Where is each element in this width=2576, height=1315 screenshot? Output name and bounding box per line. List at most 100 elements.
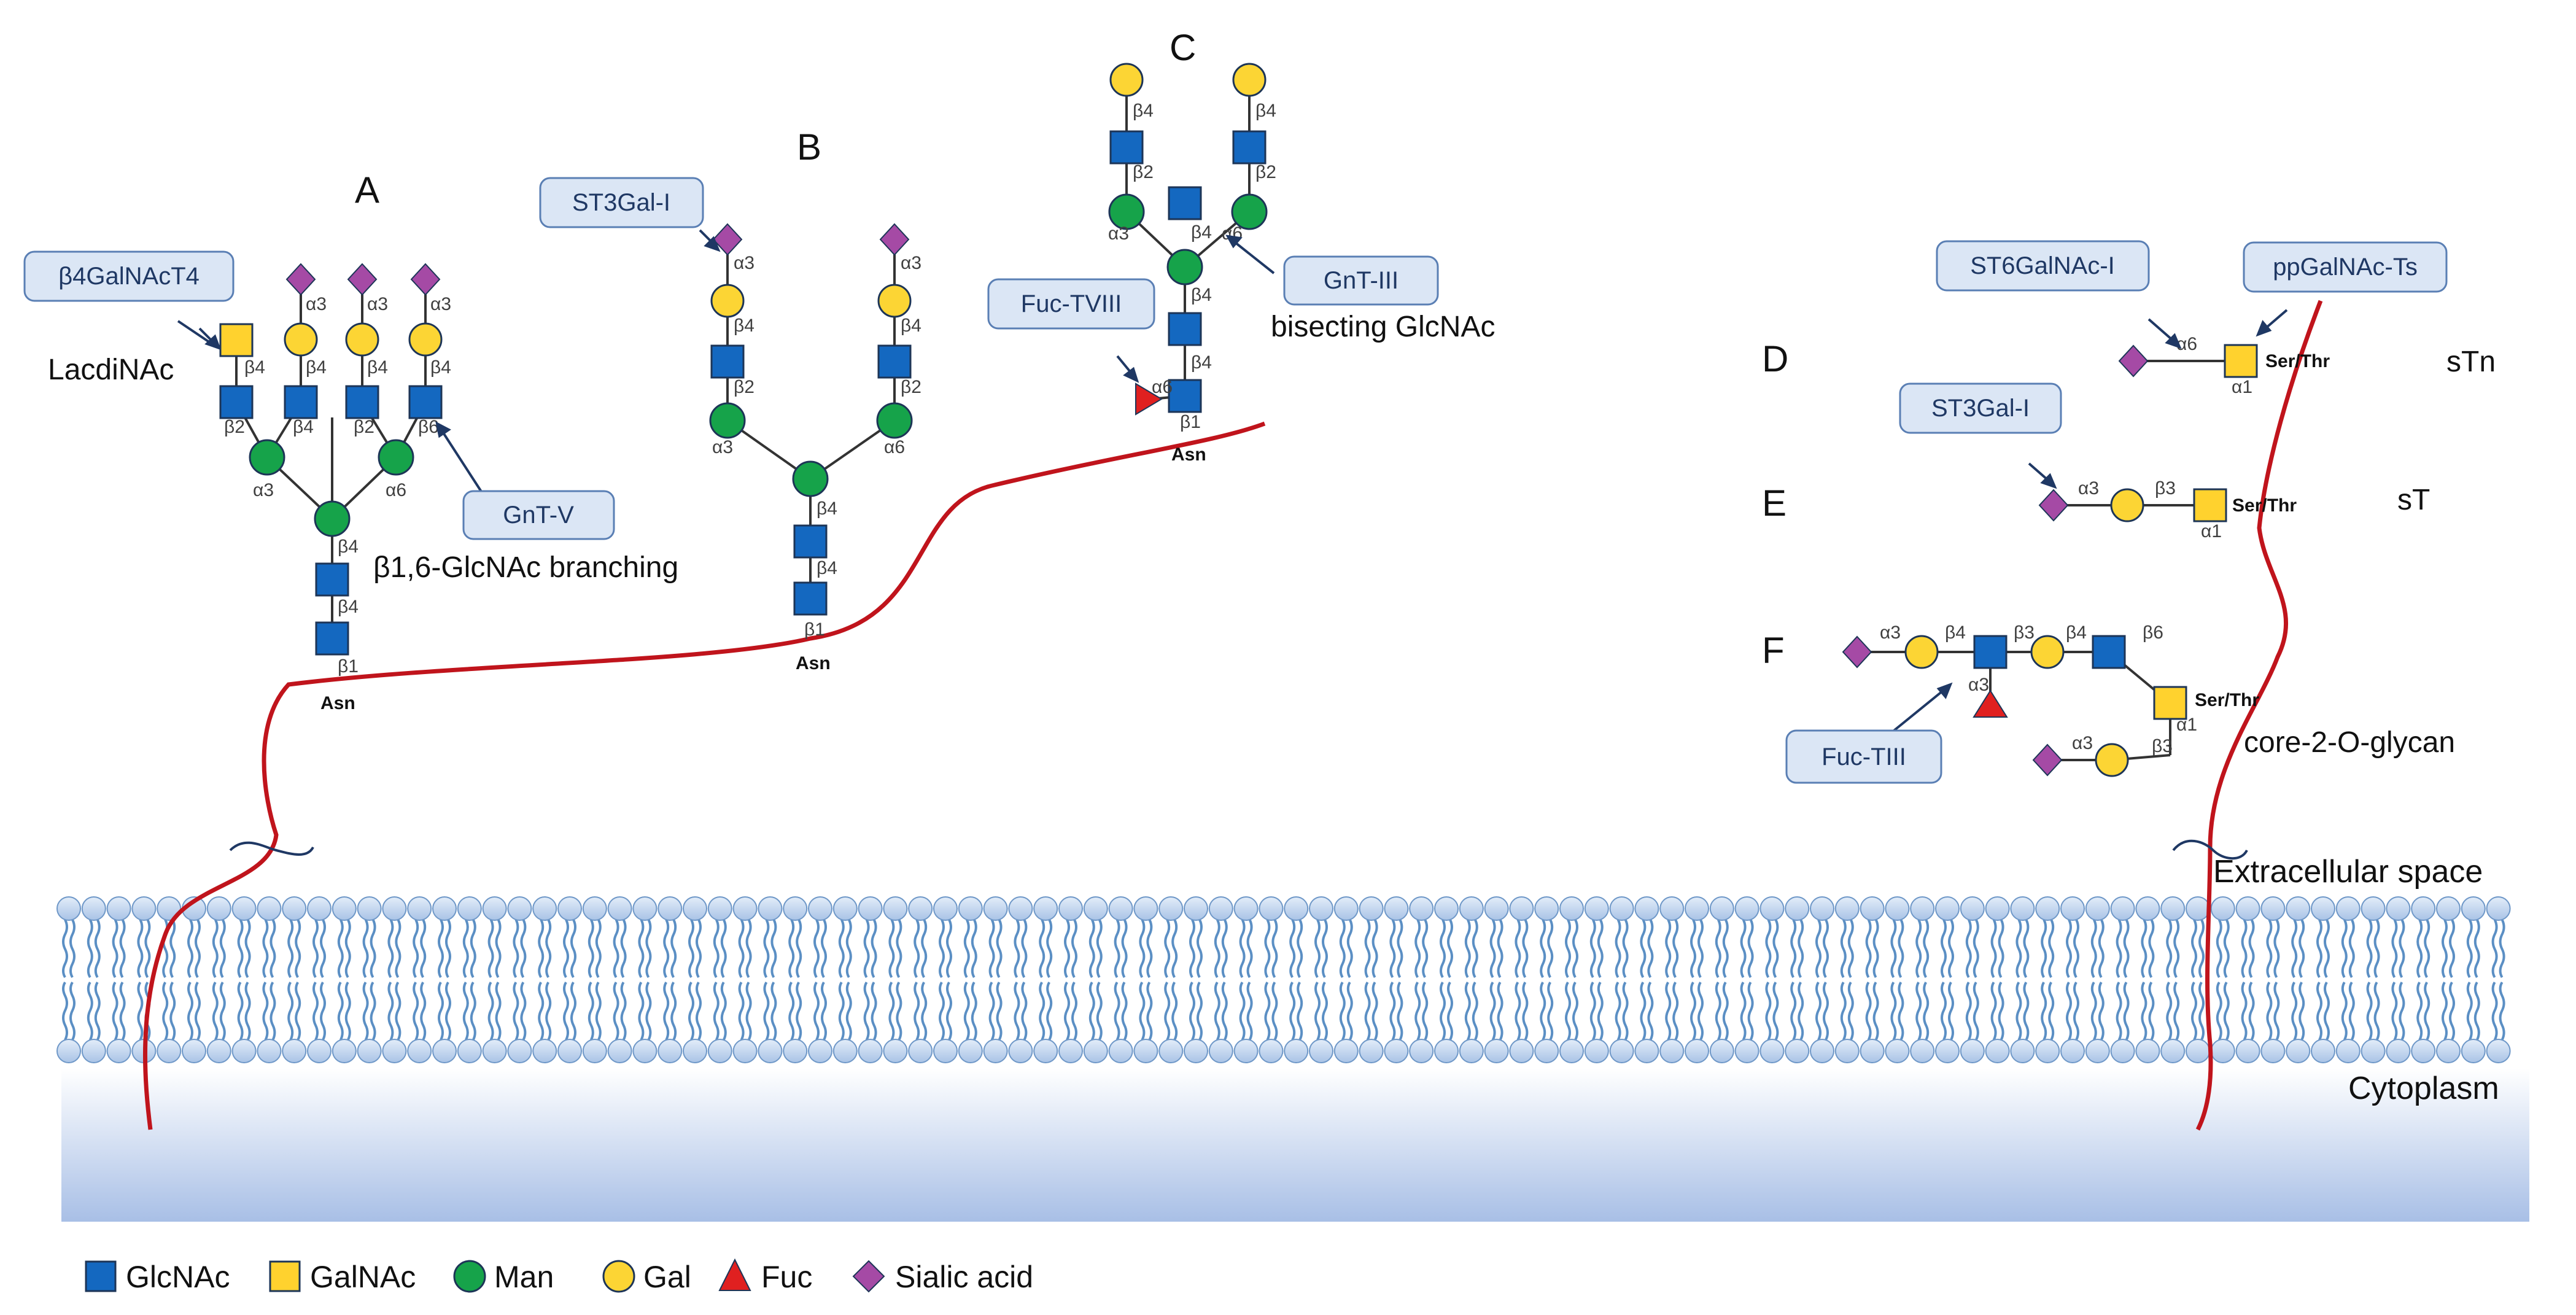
- attachment-labels: Asn Asn Asn Ser/Thr Ser/Thr Ser/Thr: [320, 351, 2330, 713]
- lipid-tail: [2173, 919, 2180, 979]
- lipid-tail: [1740, 919, 1747, 979]
- lipid-tail: [244, 919, 251, 979]
- lipid-tail: [1790, 919, 1797, 979]
- lipid-tail: [720, 919, 727, 979]
- enzyme-b4galnact4: β4GalNAcT4: [23, 250, 235, 302]
- linkage-label: α3: [1880, 623, 1901, 643]
- lipid-tail: [1665, 981, 1672, 1041]
- gal-icon: [2110, 488, 2144, 522]
- lipid-head: [1108, 896, 1133, 921]
- lipid-tail: [420, 919, 427, 979]
- svg-text:β4GalNAcT4: β4GalNAcT4: [58, 263, 200, 290]
- panel-label-b: B: [797, 126, 821, 168]
- lipid-head: [2035, 1039, 2060, 1063]
- lipid-tail: [1096, 981, 1103, 1041]
- lipid-tail: [588, 981, 594, 1041]
- lipid-tail: [770, 919, 777, 979]
- lipid-tail: [963, 919, 970, 979]
- man-icon: [1166, 249, 1203, 285]
- lipid-head: [1860, 1039, 1885, 1063]
- lipid-tail: [262, 919, 269, 979]
- lipid-tail: [896, 919, 902, 979]
- lipid-head: [832, 896, 858, 921]
- lipid-tail: [513, 981, 519, 1041]
- gal-icon: [2095, 743, 2129, 777]
- lipid-tail: [2098, 919, 2105, 979]
- lipid-head: [1158, 1039, 1184, 1063]
- lipid-tail: [1364, 919, 1371, 979]
- lipid-tail: [1998, 981, 2004, 1041]
- linkage-label: α6: [2176, 334, 2197, 354]
- enzyme-gntv: GnT-V: [462, 490, 615, 540]
- lipid-tail: [1715, 981, 1721, 1041]
- svg-text:GnT-V: GnT-V: [503, 502, 574, 529]
- lipid-tail: [1046, 919, 1053, 979]
- legend-label: Sialic acid: [895, 1260, 1033, 1294]
- lipid-heads-lower: [56, 1039, 2511, 1063]
- lipid-tail: [1339, 919, 1346, 979]
- lipid-tail: [1815, 981, 1821, 1041]
- sialic-acid-icon: [712, 223, 743, 256]
- lipid-tail: [1772, 981, 1779, 1041]
- lipid-tail: [1522, 919, 1529, 979]
- lipid-head: [2085, 896, 2110, 921]
- lipid-head: [2286, 896, 2311, 921]
- ser-thr-label: Ser/Thr: [2265, 351, 2330, 371]
- lipid-head: [1759, 1039, 1785, 1063]
- legend-man-icon: [453, 1260, 486, 1293]
- lipid-head: [1785, 896, 1810, 921]
- legend-label: Man: [494, 1260, 554, 1294]
- lipid-tail: [1271, 919, 1278, 979]
- lipid-tail: [2499, 981, 2505, 1041]
- lipid-tail: [2048, 919, 2055, 979]
- lipid-tail: [1798, 981, 1804, 1041]
- lipid-tail: [1647, 981, 1654, 1041]
- lipid-tail: [2191, 919, 2197, 979]
- lipid-head: [2186, 1039, 2210, 1063]
- glcnac-icon: [284, 385, 318, 419]
- fuc-icon: [1135, 382, 1163, 416]
- linkage-label: β4: [734, 316, 755, 336]
- linkage-label: α3: [2072, 733, 2093, 753]
- man-icon: [314, 500, 351, 537]
- lipid-tail: [1572, 919, 1578, 979]
- lipid-tail: [2391, 919, 2398, 979]
- lipid-tails-upper: [62, 919, 2505, 979]
- lipid-head: [482, 1039, 507, 1063]
- lipid-head: [1058, 896, 1083, 921]
- lipid-head: [206, 1039, 231, 1063]
- lipid-tail: [1246, 919, 1253, 979]
- linkage-label: β3: [2155, 478, 2176, 498]
- lipid-tail: [112, 919, 118, 979]
- lipid-tail: [2116, 981, 2122, 1041]
- lipid-tail: [2066, 919, 2072, 979]
- lipid-tail: [1998, 919, 2004, 979]
- lipid-tail: [362, 981, 369, 1041]
- lipid-tail: [270, 919, 276, 979]
- linkage-label: α1: [2176, 715, 2197, 735]
- lipid-tail: [821, 919, 827, 979]
- lipid-head: [2186, 896, 2210, 921]
- legend-glcnac-icon: [85, 1260, 117, 1292]
- svg-text:ST6GalNAc-I: ST6GalNAc-I: [1970, 252, 2115, 279]
- lipid-tail: [796, 919, 802, 979]
- lipid-tail: [1064, 981, 1070, 1041]
- gal-icon: [2030, 635, 2065, 669]
- lipid-tail: [688, 981, 694, 1041]
- lipid-tail: [1221, 981, 1228, 1041]
- lipid-head: [1785, 1039, 1810, 1063]
- lipid-tail: [1422, 919, 1429, 979]
- lipid-tail: [1447, 981, 1453, 1041]
- lipid-head: [1609, 896, 1634, 921]
- lipid-head: [532, 896, 557, 921]
- lipid-tail: [2424, 981, 2431, 1041]
- lipid-head: [2110, 1039, 2135, 1063]
- lipid-head: [1685, 1039, 1709, 1063]
- lipid-head: [2486, 1039, 2511, 1063]
- linkage-label: α3: [712, 437, 733, 457]
- lipid-tail: [1622, 919, 1629, 979]
- lipid-tail: [620, 981, 627, 1041]
- lipid-head: [56, 1039, 81, 1063]
- lipid-head: [1083, 896, 1108, 921]
